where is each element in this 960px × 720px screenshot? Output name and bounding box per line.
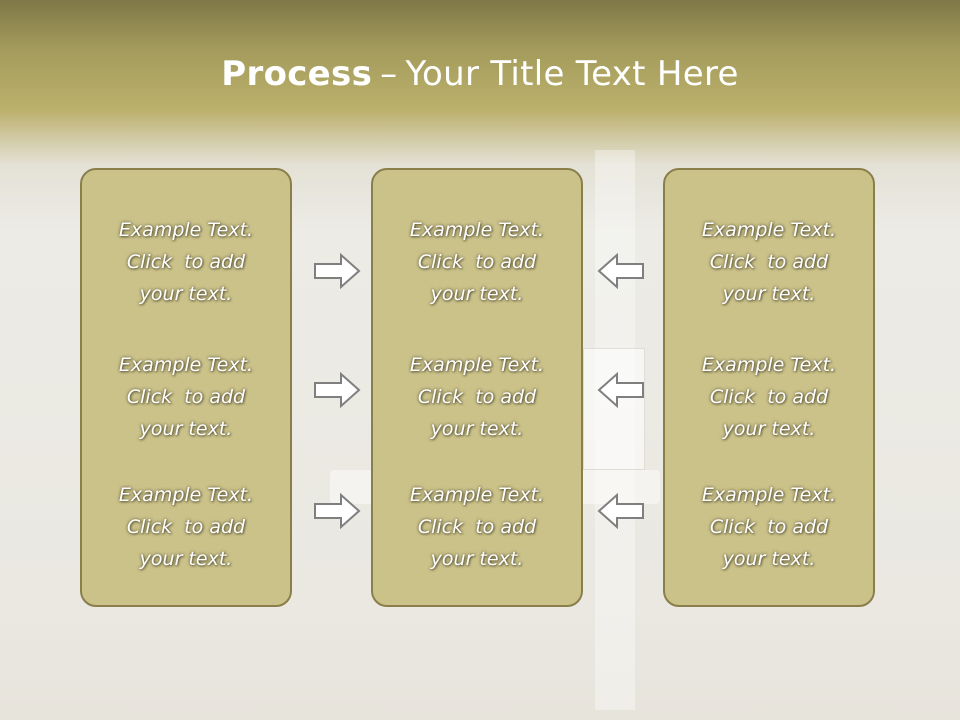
- text-line: Click to add: [417, 516, 537, 538]
- arrow-right-icon[interactable]: [313, 372, 361, 408]
- left-process-box[interactable]: Example Text. Click to add your text. Ex…: [80, 168, 292, 607]
- arrow-left-icon[interactable]: [597, 372, 645, 408]
- title-separator: –: [380, 54, 398, 94]
- text-line: Example Text.: [701, 354, 837, 376]
- text-line: your text.: [139, 548, 233, 570]
- text-line: Example Text.: [701, 484, 837, 506]
- text-line: Click to add: [709, 516, 829, 538]
- text-line: your text.: [722, 548, 816, 570]
- center-process-box[interactable]: Example Text. Click to add your text. Ex…: [371, 168, 583, 607]
- text-line: Example Text.: [118, 484, 254, 506]
- text-line: Example Text.: [409, 354, 545, 376]
- arrow-right-icon[interactable]: [313, 493, 361, 529]
- text-line: Click to add: [417, 386, 537, 408]
- text-placeholder[interactable]: Example Text. Click to add your text.: [373, 479, 581, 575]
- title-bold: Process: [221, 54, 373, 94]
- text-line: Example Text.: [118, 354, 254, 376]
- slide-title[interactable]: Process–Your Title Text Here: [0, 54, 960, 94]
- text-line: your text.: [139, 283, 233, 305]
- text-placeholder[interactable]: Example Text. Click to add your text.: [373, 214, 581, 310]
- text-placeholder[interactable]: Example Text. Click to add your text.: [373, 349, 581, 445]
- text-line: Click to add: [709, 251, 829, 273]
- text-line: Click to add: [417, 251, 537, 273]
- text-placeholder[interactable]: Example Text. Click to add your text.: [665, 479, 873, 575]
- right-process-box[interactable]: Example Text. Click to add your text. Ex…: [663, 168, 875, 607]
- text-line: Example Text.: [409, 219, 545, 241]
- text-line: Click to add: [126, 516, 246, 538]
- text-placeholder[interactable]: Example Text. Click to add your text.: [82, 214, 290, 310]
- text-line: Example Text.: [701, 219, 837, 241]
- text-placeholder[interactable]: Example Text. Click to add your text.: [665, 214, 873, 310]
- text-placeholder[interactable]: Example Text. Click to add your text.: [665, 349, 873, 445]
- text-line: your text.: [430, 283, 524, 305]
- text-line: your text.: [722, 418, 816, 440]
- text-line: your text.: [430, 548, 524, 570]
- arrow-left-icon[interactable]: [597, 493, 645, 529]
- text-line: Example Text.: [118, 219, 254, 241]
- arrow-left-icon[interactable]: [597, 253, 645, 289]
- title-rest: Your Title Text Here: [405, 54, 739, 94]
- text-line: Click to add: [709, 386, 829, 408]
- text-line: your text.: [139, 418, 233, 440]
- text-line: Example Text.: [409, 484, 545, 506]
- text-placeholder[interactable]: Example Text. Click to add your text.: [82, 479, 290, 575]
- text-placeholder[interactable]: Example Text. Click to add your text.: [82, 349, 290, 445]
- text-line: Click to add: [126, 251, 246, 273]
- text-line: Click to add: [126, 386, 246, 408]
- text-line: your text.: [722, 283, 816, 305]
- arrow-right-icon[interactable]: [313, 253, 361, 289]
- text-line: your text.: [430, 418, 524, 440]
- background-monitor: [583, 348, 645, 470]
